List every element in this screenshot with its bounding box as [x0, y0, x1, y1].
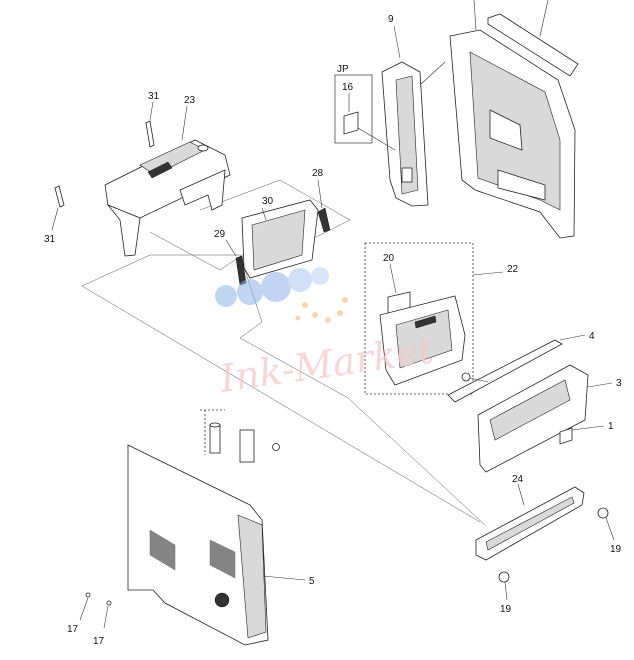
part-24-guide-rail: [475, 483, 585, 561]
part-31-spring-left: [51, 185, 65, 231]
callout-4: 4: [589, 331, 595, 342]
part-9-side-frame: [381, 25, 446, 207]
callout-23: 23: [184, 95, 196, 106]
callout-31-left: 31: [44, 234, 56, 245]
callout-31-top: 31: [148, 91, 160, 102]
part-31-spring-top: [145, 101, 155, 148]
callout-5: 5: [309, 576, 315, 587]
callout-30: 30: [262, 196, 274, 207]
callout-jp: JP: [337, 64, 349, 75]
callout-29: 29: [214, 229, 226, 240]
callout-16: 16: [342, 82, 354, 93]
callout-28: 28: [312, 168, 324, 179]
callout-9: 9: [388, 14, 394, 25]
jp-box: JP 16: [334, 64, 396, 151]
part-1-label: [559, 425, 605, 445]
callout-1: 1: [608, 421, 614, 432]
part-5-side-cover: [127, 444, 306, 646]
callout-24: 24: [512, 474, 524, 485]
callout-22: 22: [507, 264, 519, 275]
part-22-door-assembly-box: [364, 242, 504, 395]
part-30-feed-assembly: [241, 199, 319, 279]
part-23-hinge-cover: [104, 105, 231, 257]
part-19-screw-right: [597, 507, 615, 541]
callout-20: 20: [383, 253, 395, 264]
callout-3: 3: [616, 378, 622, 389]
rear-frame-panel: [449, 0, 576, 239]
part-4-handle-bar: [447, 334, 586, 403]
callout-17-left: 17: [67, 624, 79, 635]
part-3-front-door: [477, 364, 613, 473]
part-17-pin-left: [79, 592, 91, 621]
top-strip-part: [487, 0, 579, 77]
watermark-logo: [215, 267, 348, 323]
hinge-pin-and-bracket: [200, 409, 280, 463]
screw-near-part-4: [461, 372, 489, 383]
part-28-lever: [317, 179, 331, 233]
callout-19-bottom: 19: [500, 604, 512, 615]
callout-19-right: 19: [610, 544, 622, 555]
part-17-pin-right: [103, 600, 112, 629]
part-19-screw-bottom: [498, 571, 510, 601]
callout-17-right: 17: [93, 636, 105, 647]
watermark-text: Ink-Market: [216, 327, 437, 401]
